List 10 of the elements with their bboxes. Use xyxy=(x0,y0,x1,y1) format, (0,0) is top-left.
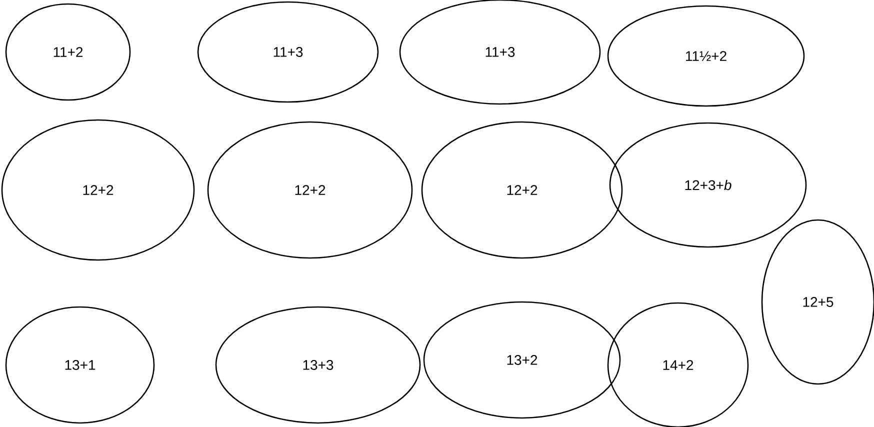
outline-oval: 13+2 xyxy=(423,301,621,419)
outline-oval: 12+3+b xyxy=(609,122,807,248)
outline-oval: 13+3 xyxy=(215,306,421,424)
outline-oval: 11+3 xyxy=(197,1,379,103)
outline-oval: 13+1 xyxy=(5,306,155,424)
outline-oval: 12+2 xyxy=(207,121,413,259)
outline-oval: 11½+2 xyxy=(607,5,805,107)
outline-oval: 12+2 xyxy=(421,121,623,259)
outline-oval: 11+2 xyxy=(5,3,131,101)
outline-oval: 12+2 xyxy=(1,119,195,261)
